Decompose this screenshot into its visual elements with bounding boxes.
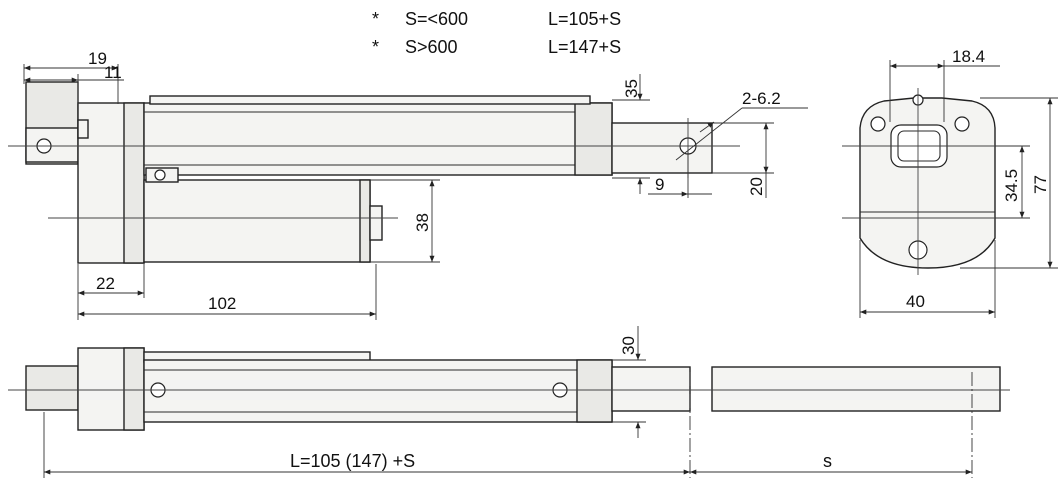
gearbox-flange bbox=[123, 102, 145, 264]
motor-screw bbox=[154, 169, 166, 181]
dim-30: 30 bbox=[619, 336, 638, 355]
note-1-bullet: * bbox=[372, 9, 379, 29]
dim-19: 19 bbox=[88, 49, 107, 68]
note-2-condition: S>600 bbox=[405, 37, 458, 57]
end-view-hole-right bbox=[954, 116, 970, 132]
main-tube bbox=[143, 102, 613, 176]
dim-20: 20 bbox=[747, 177, 766, 196]
note-2-bullet: * bbox=[372, 37, 379, 57]
motor-body bbox=[143, 179, 371, 263]
tube-end-cap bbox=[574, 102, 613, 176]
dim-9: 9 bbox=[655, 175, 664, 194]
dim-11: 11 bbox=[104, 63, 122, 82]
side-view-dimensions: 19 11 35 2-6.2 9 20 38 bbox=[23, 49, 808, 320]
note-1-formula: L=105+S bbox=[548, 9, 621, 29]
notes-block: * S=<600 L=105+S * S>600 L=147+S bbox=[372, 9, 621, 57]
rod-end bbox=[611, 122, 713, 174]
dim-stroke: s bbox=[823, 451, 832, 471]
dim-35: 35 bbox=[622, 79, 641, 98]
rear-clevis-lug bbox=[25, 127, 79, 163]
dim-overall-length: L=105 (147) +S bbox=[290, 451, 415, 471]
note-1-condition: S=<600 bbox=[405, 9, 468, 29]
end-view bbox=[842, 88, 1000, 275]
end-view-dimensions: 18.4 34.5 77 40 bbox=[859, 47, 1058, 318]
bottom-gearbox-flange bbox=[123, 347, 145, 431]
bottom-tube-end bbox=[576, 359, 613, 423]
dim-18-4: 18.4 bbox=[952, 47, 985, 66]
housing-tab bbox=[77, 119, 89, 139]
end-view-hole-left bbox=[870, 116, 886, 132]
bottom-view-dimensions: 30 L=105 (147) +S s bbox=[43, 326, 973, 478]
bottom-main-tube bbox=[143, 359, 613, 423]
motor-cap bbox=[359, 179, 371, 263]
bottom-rear-clevis bbox=[25, 365, 79, 411]
dim-22: 22 bbox=[96, 274, 115, 293]
bottom-rod bbox=[611, 366, 691, 412]
note-2-formula: L=147+S bbox=[548, 37, 621, 57]
motor-end-boss bbox=[369, 205, 383, 241]
tube-top-rib bbox=[149, 95, 591, 105]
dim-77: 77 bbox=[1031, 175, 1050, 194]
dim-38: 38 bbox=[413, 213, 432, 232]
dim-40: 40 bbox=[906, 292, 925, 311]
dim-hole-spec: 2-6.2 bbox=[742, 89, 781, 108]
bottom-view bbox=[8, 347, 1010, 431]
dim-102: 102 bbox=[208, 294, 236, 313]
side-view bbox=[8, 81, 740, 264]
bottom-rod-extended bbox=[711, 366, 1001, 412]
dim-34-5: 34.5 bbox=[1002, 169, 1021, 202]
